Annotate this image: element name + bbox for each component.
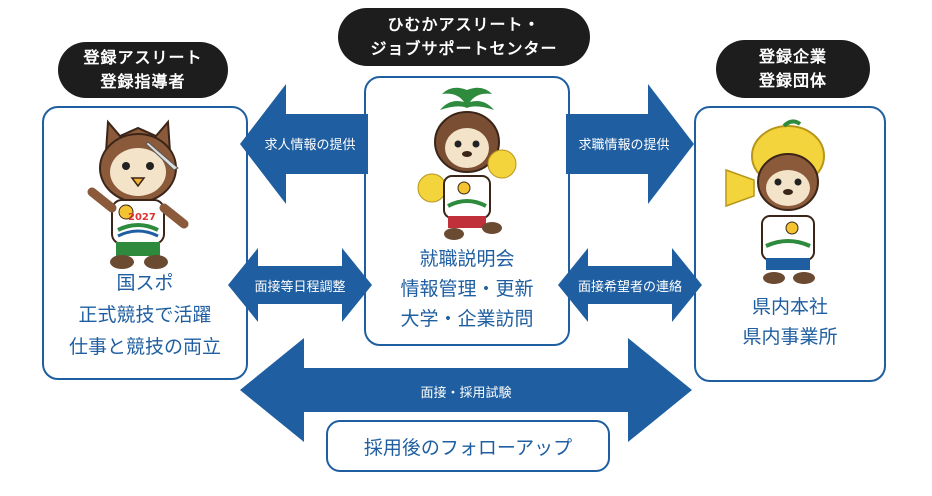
right-header-pill: 登録企業 登録団体 (716, 40, 870, 98)
center-header-pill: ひむかアスリート・ ジョブサポートセンター (338, 8, 590, 66)
center-header-line2: ジョブサポートセンター (370, 39, 558, 58)
center-header-line1: ひむかアスリート・ (387, 15, 541, 34)
interview-schedule-label: 面接等日程調整 (254, 280, 346, 295)
followup-pill: 採用後のフォローアップ (326, 420, 610, 472)
center-box-text: 就職説明会 情報管理・更新 大学・企業訪問 (364, 246, 570, 336)
job-seek-label: 求職情報の提供 (578, 138, 670, 153)
left-header-line1: 登録アスリート (83, 48, 203, 67)
job-seek-arrow (566, 84, 694, 204)
left-mascot-badge: 2027 (128, 212, 156, 223)
right-header-line1: 登録企業 (758, 47, 827, 66)
right-mascot-illustration (725, 119, 825, 284)
center-body-line1: 就職説明会 (419, 248, 515, 270)
left-header-line2: 登録指導者 (100, 72, 186, 91)
center-mascot-illustration (417, 87, 517, 240)
job-offer-arrow (240, 84, 368, 204)
right-body-line1: 県内本社 (751, 296, 828, 318)
interview-exam-arrow (240, 338, 692, 442)
right-box-text: 県内本社 県内事業所 (694, 294, 886, 360)
center-body-line2: 情報管理・更新 (400, 278, 534, 300)
interview-exam-label: 面接・採用試験 (420, 386, 512, 401)
right-header-line2: 登録団体 (758, 71, 827, 90)
left-box-text: 国スポ 正式競技で活躍 仕事と競技の両立 (42, 270, 248, 370)
left-mascot-illustration (87, 119, 189, 269)
left-body-line1: 国スポ (116, 272, 174, 294)
applicant-contact-label: 面接希望者の連絡 (577, 280, 682, 295)
applicant-contact-arrow (558, 248, 702, 322)
right-body-line2: 県内事業所 (742, 326, 838, 348)
left-body-line2: 正式競技で活躍 (78, 304, 212, 326)
left-header-pill: 登録アスリート 登録指導者 (58, 42, 228, 98)
job-offer-label: 求人情報の提供 (264, 138, 356, 153)
left-body-line3: 仕事と競技の両立 (68, 336, 221, 358)
interview-schedule-arrow (228, 248, 372, 322)
center-body-line3: 大学・企業訪問 (400, 308, 534, 330)
followup-label: 採用後のフォローアップ (363, 436, 573, 459)
